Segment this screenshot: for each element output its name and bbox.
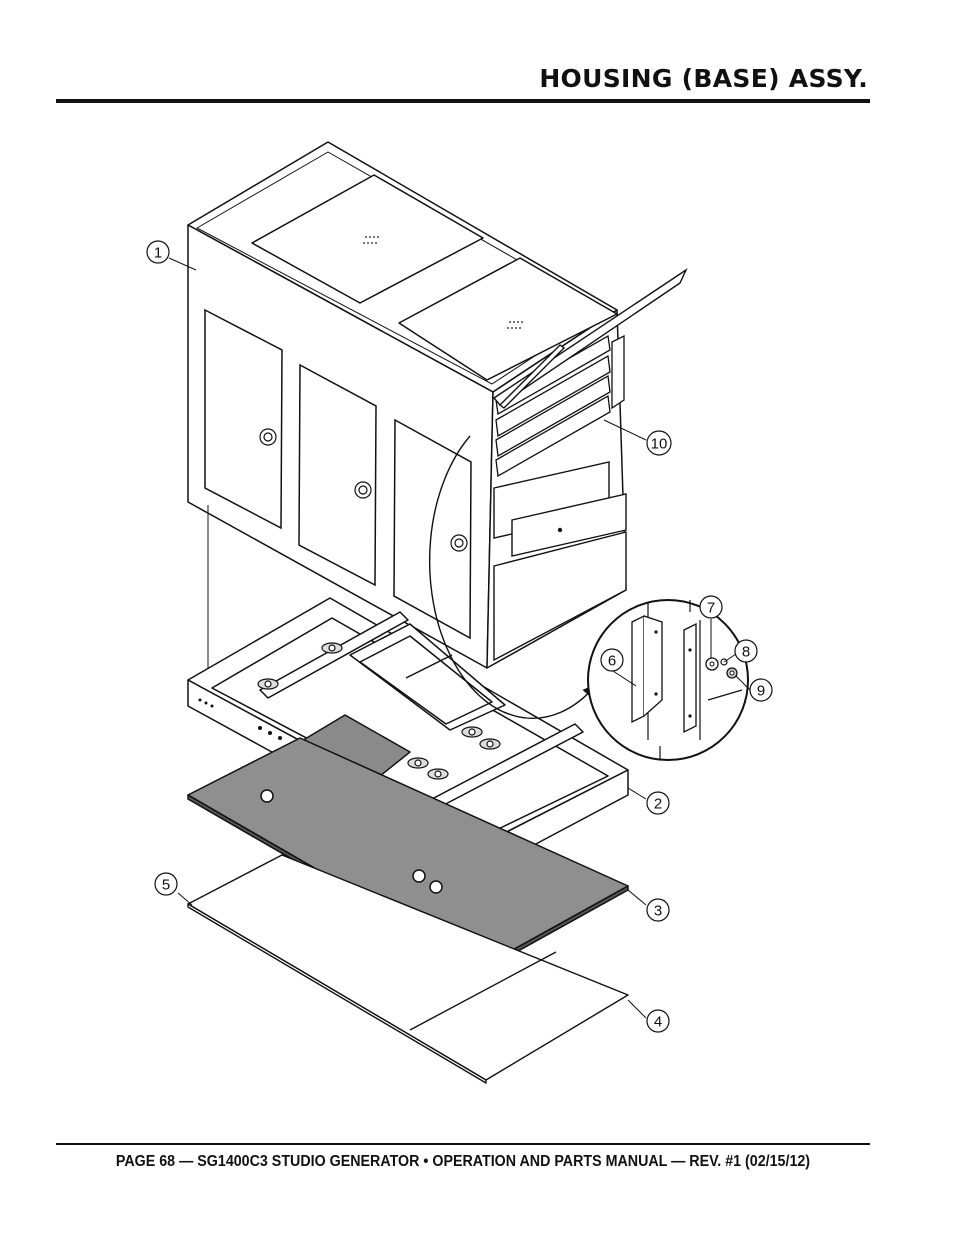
callout-4: 4 [646,1009,670,1033]
svg-text:2: 2 [654,796,662,813]
footer-rule [56,1143,870,1145]
svg-text:8: 8 [742,644,750,661]
callout-10: 10 [646,430,672,456]
callout-leaders [168,257,751,1019]
callout-3: 3 [646,898,670,922]
svg-text:10: 10 [651,436,668,453]
page-title: HOUSING (BASE) ASSY. [539,64,868,93]
housing-doors [204,308,472,640]
hinged-lid [492,268,688,409]
callout-2: 2 [646,791,670,815]
detail-arrow [428,435,597,720]
header-rule [56,99,870,103]
callout-5: 5 [154,872,178,896]
detail-inset [428,435,749,761]
callout-8: 8 [734,639,758,663]
svg-text:5: 5 [162,877,170,894]
svg-text:6: 6 [608,653,616,670]
svg-text:3: 3 [654,903,662,920]
callout-6: 6 [600,648,624,672]
callout-1: 1 [146,240,170,264]
svg-text:1: 1 [154,245,162,262]
end-panels [493,461,627,662]
svg-text:7: 7 [707,600,715,617]
engine-mounts [257,642,501,780]
callout-7: 7 [699,595,723,619]
callout-9: 9 [749,678,773,702]
page-footer: PAGE 68 — SG1400C3 STUDIO GENERATOR • OP… [115,1153,811,1170]
louver-assembly [495,334,625,478]
svg-text:9: 9 [757,683,765,700]
svg-text:4: 4 [654,1014,662,1031]
bottom-insulation-sheet [187,854,629,1084]
